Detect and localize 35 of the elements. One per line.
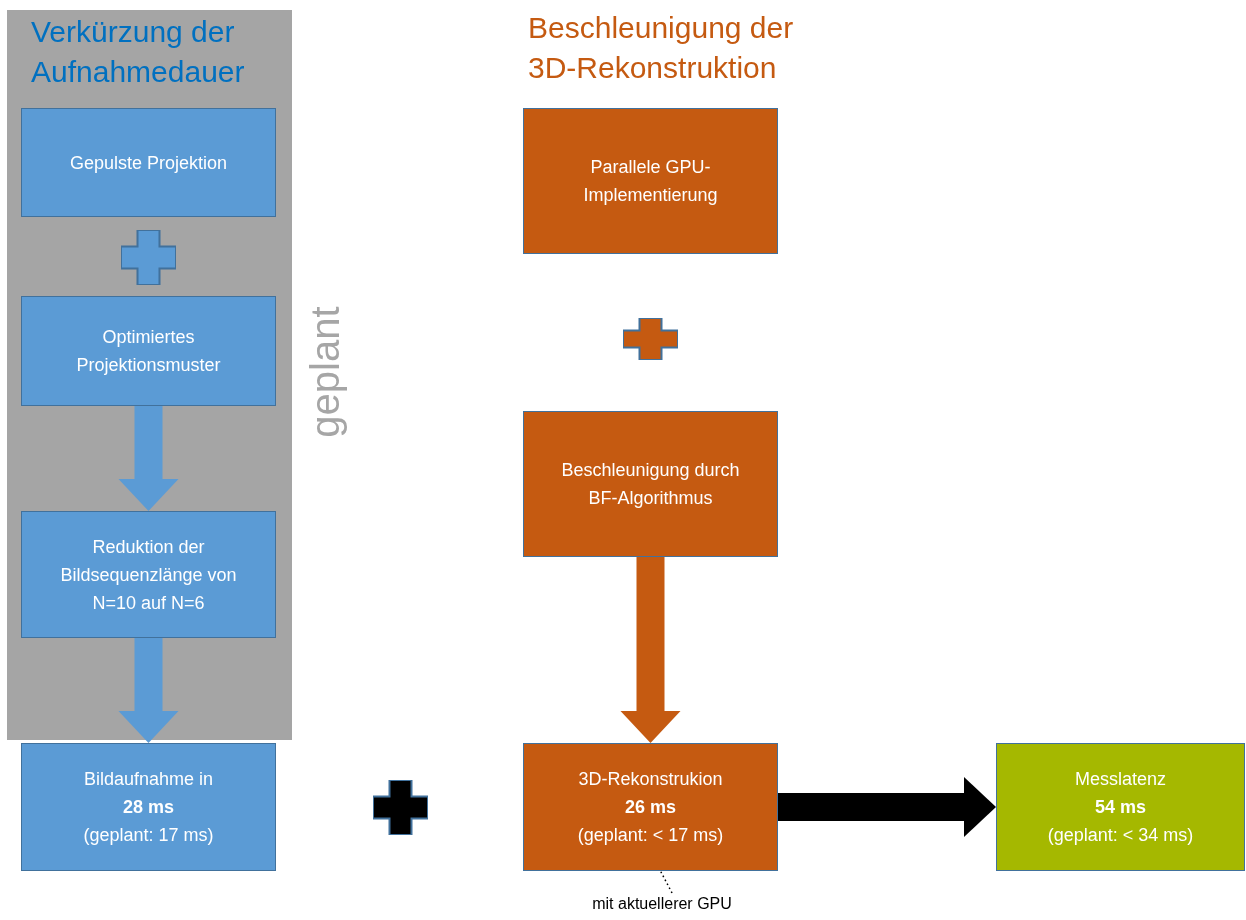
- side-label: geplant: [303, 305, 347, 440]
- plus-sign: [373, 780, 428, 835]
- box-label: Gepulste Projektion: [69, 151, 228, 175]
- note-text: mit aktuellerer GPU: [592, 894, 732, 914]
- process-box: [21, 511, 276, 638]
- block-arrow: [778, 777, 996, 837]
- plus-sign: [623, 318, 678, 360]
- box-label: Reduktion der Bildsequenzlänge von N=10 auf N=6: [59, 535, 238, 615]
- leader-line: [659, 870, 673, 894]
- plus-sign: [121, 230, 176, 285]
- duration-value: 28 ms: [122, 796, 174, 819]
- duration-value: 54 ms: [1094, 796, 1146, 819]
- column-heading: Beschleunigung der 3D-Rekonstruktion: [528, 10, 795, 86]
- box-label: Optimiertes Projektionsmuster: [75, 326, 222, 377]
- process-box: [523, 411, 778, 557]
- box-label: Beschleunigung durch BF-Algorithmus: [560, 459, 741, 510]
- box-title: Messlatenz: [1074, 768, 1166, 791]
- process-box: [21, 296, 276, 406]
- block-arrow: [118, 406, 179, 511]
- process-box: [21, 108, 276, 217]
- result-box: [21, 743, 276, 871]
- process-box: [523, 108, 778, 254]
- block-arrow: [118, 638, 179, 743]
- box-title: Bildaufnahme in: [83, 768, 214, 791]
- result-box: [996, 743, 1245, 871]
- box-label: Parallele GPU-Implementierung: [582, 156, 719, 207]
- planned-value: (geplant: < 17 ms): [577, 824, 724, 847]
- result-box: [523, 743, 778, 871]
- planned-value: (geplant: 17 ms): [83, 824, 214, 847]
- box-title: 3D-Rekonstrukion: [578, 768, 723, 791]
- planned-value: (geplant: < 34 ms): [1047, 824, 1194, 847]
- duration-value: 26 ms: [624, 796, 676, 819]
- panel-title: Verkürzung der Aufnahmedauer: [31, 14, 246, 90]
- block-arrow: [620, 557, 681, 743]
- group-panel: [7, 10, 292, 740]
